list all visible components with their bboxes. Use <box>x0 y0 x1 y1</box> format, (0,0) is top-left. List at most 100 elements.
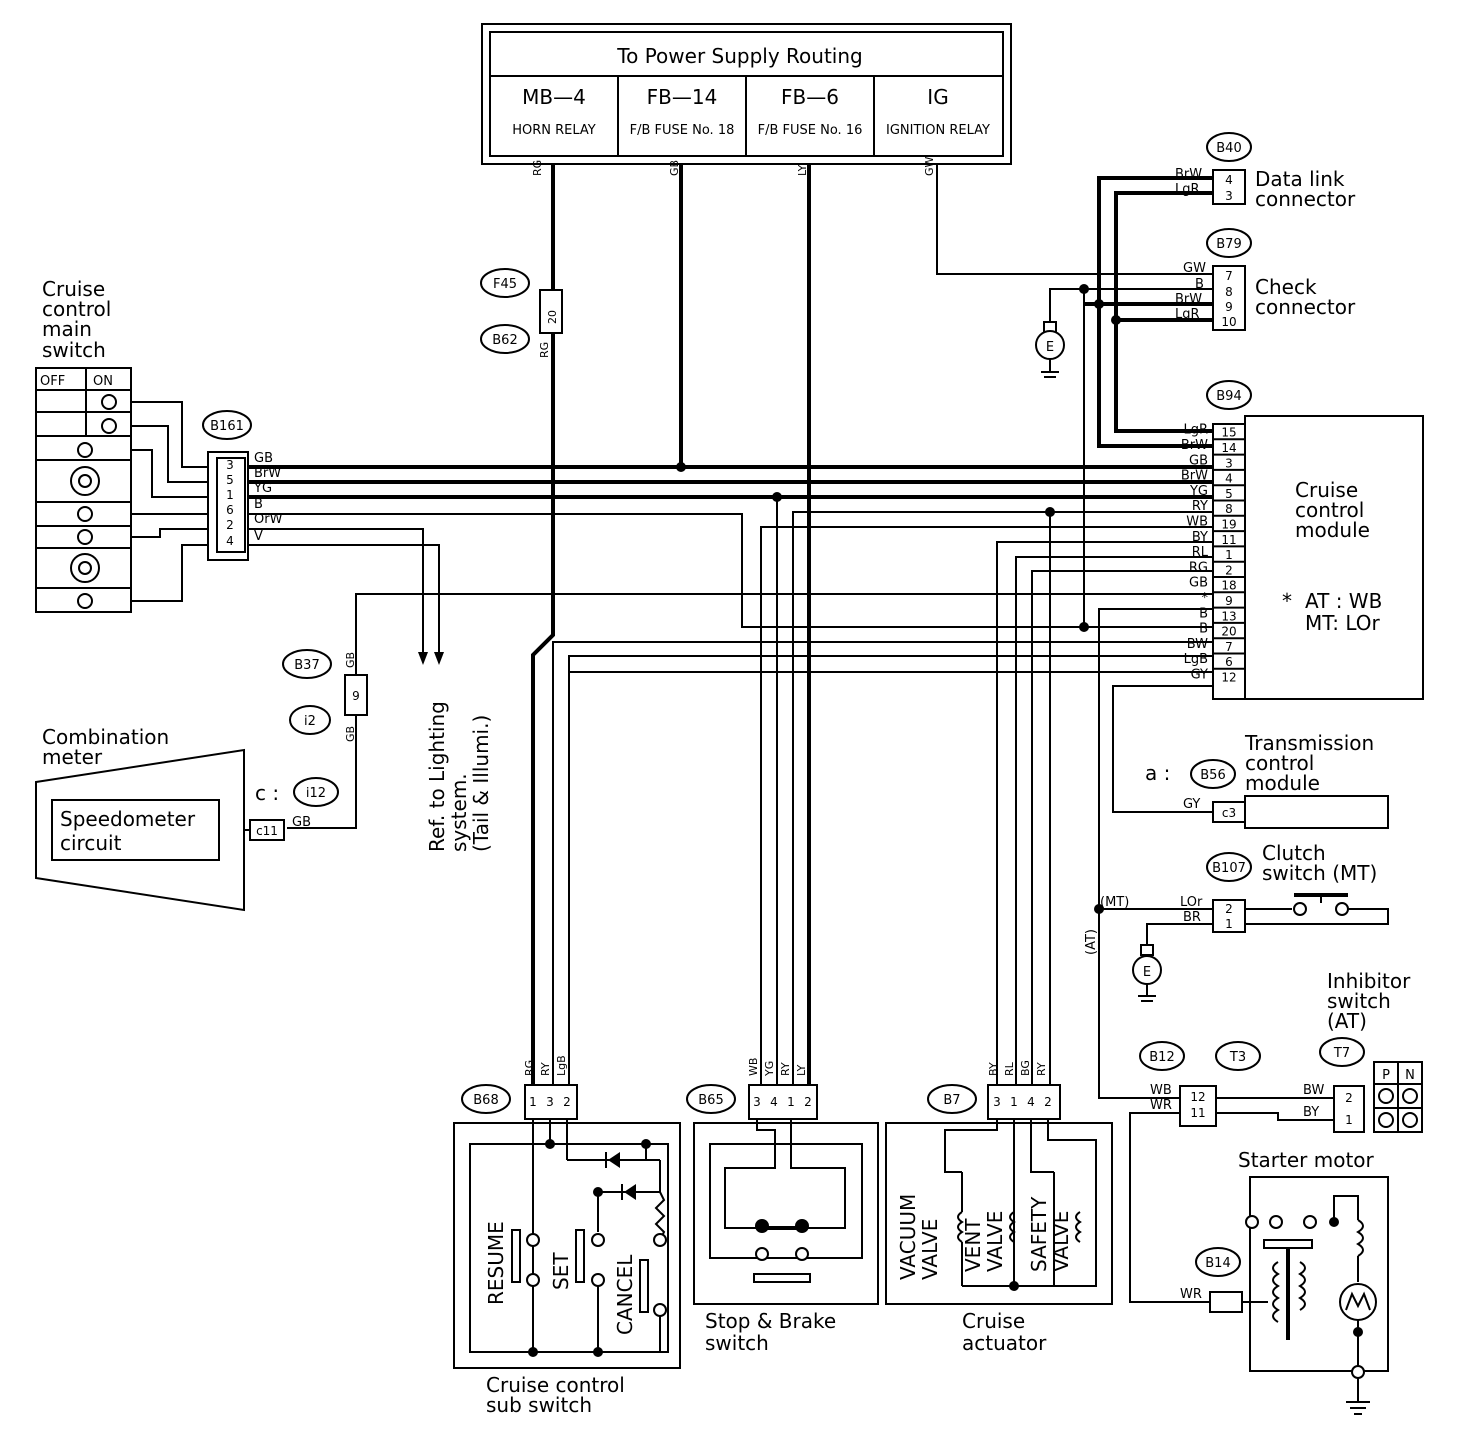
module-pin-number: 19 <box>1221 517 1236 531</box>
svg-text:B: B <box>1195 277 1204 292</box>
svg-text:GB: GB <box>292 815 311 830</box>
svg-text:RG: RG <box>523 1060 536 1076</box>
svg-text:WB: WB <box>747 1058 760 1076</box>
module-pin-number: 11 <box>1221 533 1236 547</box>
svg-text:i2: i2 <box>304 714 316 729</box>
svg-text:OrW: OrW <box>254 512 283 527</box>
cruise-actuator: B7 3 1 4 2 BY RL BG RY VACUUM VALVE VENT… <box>885 1060 1113 1305</box>
wire-label-gw: GW <box>923 156 936 176</box>
transmission-control-module: Transmission control module a : B56 c3 G… <box>1145 731 1389 829</box>
svg-text:2: 2 <box>1225 902 1233 916</box>
svg-text:control: control <box>1245 751 1314 775</box>
svg-text:control: control <box>42 297 111 321</box>
b37-connector: B37 i2 9 GB GB <box>282 593 1213 829</box>
svg-text:Transmission: Transmission <box>1244 731 1374 755</box>
svg-text:Ref. to Lighting: Ref. to Lighting <box>425 701 449 852</box>
module-pin-wire: RY <box>1192 499 1208 514</box>
f45-connector: F45 B62 20 RG <box>480 268 563 358</box>
module-pin-number: 18 <box>1221 579 1236 593</box>
switch-wires <box>131 401 208 602</box>
svg-text:switch (MT): switch (MT) <box>1262 861 1377 885</box>
ground-e1: E <box>1035 288 1213 378</box>
svg-text:T7: T7 <box>1333 1046 1350 1061</box>
svg-text:Clutch: Clutch <box>1262 841 1326 865</box>
svg-text:4: 4 <box>226 534 234 548</box>
svg-text:WR: WR <box>1150 1098 1172 1113</box>
cruise-control-module: B94 Cruise control module * AT : WB MT: … <box>1206 380 1424 700</box>
svg-text:2: 2 <box>226 518 234 532</box>
svg-text:BW: BW <box>1303 1083 1324 1098</box>
module-pin-wire: GB <box>1189 453 1208 468</box>
power-code-0: MB—4 <box>522 85 586 109</box>
svg-text:3: 3 <box>753 1095 761 1109</box>
main-switch[interactable]: OFF ON <box>35 367 132 613</box>
module-pin-wire: YG <box>1189 484 1208 499</box>
svg-text:3: 3 <box>1225 189 1233 203</box>
svg-text:2: 2 <box>1345 1091 1353 1105</box>
svg-text:VACUUM: VACUUM <box>896 1194 920 1280</box>
module-pin-wire: GB <box>1189 576 1208 591</box>
junction-ry <box>1045 507 1055 517</box>
svg-text:E: E <box>1046 340 1054 355</box>
module-pin-number: 5 <box>1225 487 1233 501</box>
module-pin-number: 15 <box>1221 426 1236 440</box>
svg-text:switch: switch <box>1327 989 1391 1013</box>
svg-text:Stop & Brake: Stop & Brake <box>705 1309 836 1333</box>
svg-text:SET: SET <box>549 1252 573 1290</box>
wire-label-rg: RG <box>531 160 544 176</box>
module-pin-number: 6 <box>1225 655 1233 669</box>
module-pin-wire: BW <box>1187 637 1208 652</box>
power-name-1: F/B FUSE No. 18 <box>630 123 735 138</box>
svg-text:(MT): (MT) <box>1100 895 1129 910</box>
svg-text:Cruise: Cruise <box>1295 478 1358 502</box>
svg-text:B7: B7 <box>943 1093 960 1108</box>
bus-wires <box>248 465 1213 665</box>
svg-text:i12: i12 <box>306 786 326 801</box>
svg-text:WB: WB <box>1150 1083 1172 1098</box>
cruise-sub-switch[interactable]: B68 1 3 2 RG RY LgB <box>453 1055 681 1369</box>
inhibitor-switch: Inhibitor switch (AT) B12 T3 T7 12 11 WB… <box>1129 969 1423 1303</box>
module-pin-number: 2 <box>1225 563 1233 577</box>
svg-text:1: 1 <box>1010 1095 1018 1109</box>
svg-text:3: 3 <box>993 1095 1001 1109</box>
stop-brake-switch[interactable]: B65 3 4 1 2 WB YG RY LY <box>686 1058 879 1305</box>
svg-text:meter: meter <box>42 745 103 769</box>
module-pin-wire: B <box>1199 606 1208 621</box>
svg-text:CANCEL: CANCEL <box>613 1254 637 1335</box>
module-pin-number: 20 <box>1221 625 1236 639</box>
svg-text:10: 10 <box>1221 315 1236 329</box>
svg-text:5: 5 <box>226 473 234 487</box>
svg-text:2: 2 <box>804 1095 812 1109</box>
svg-text:LY: LY <box>795 1064 808 1076</box>
module-pin-number: 9 <box>1225 594 1233 608</box>
svg-text:GB: GB <box>344 652 357 668</box>
svg-text:N: N <box>1405 1068 1415 1083</box>
svg-text:Check: Check <box>1255 275 1317 299</box>
wire-label-gb: GB <box>668 160 681 176</box>
svg-text:B79: B79 <box>1216 237 1241 252</box>
b62-label: B62 <box>492 333 517 348</box>
svg-text:(AT): (AT) <box>1327 1009 1367 1033</box>
svg-text:B107: B107 <box>1212 861 1246 876</box>
svg-text:Inhibitor: Inhibitor <box>1327 969 1411 993</box>
svg-text:B37: B37 <box>294 658 319 673</box>
svg-text:LgB: LgB <box>555 1055 568 1076</box>
svg-text:B94: B94 <box>1216 389 1241 404</box>
svg-text:B65: B65 <box>698 1093 723 1108</box>
svg-text:c :: c : <box>255 781 279 805</box>
svg-text:BY: BY <box>987 1062 1000 1076</box>
svg-text:RY: RY <box>1035 1062 1048 1076</box>
svg-text:B12: B12 <box>1149 1050 1174 1065</box>
junction-check-lgr <box>1111 315 1121 325</box>
power-name-0: HORN RELAY <box>512 123 596 138</box>
svg-text:Starter motor: Starter motor <box>1238 1148 1375 1172</box>
svg-text:BrW: BrW <box>254 466 281 481</box>
stop-brake-title: Stop & Brake switch <box>705 1309 836 1355</box>
check-connector: B79 7 8 9 10 GW B BrW LgR Check connecto… <box>1175 228 1356 331</box>
module-pin-number: 13 <box>1221 609 1236 623</box>
module-pin-number: 4 <box>1225 472 1233 486</box>
svg-text:9: 9 <box>352 689 360 703</box>
svg-text:LOr: LOr <box>1180 895 1203 910</box>
module-pin-wire: LgB <box>1184 652 1208 667</box>
module-pin-number: 8 <box>1225 502 1233 516</box>
